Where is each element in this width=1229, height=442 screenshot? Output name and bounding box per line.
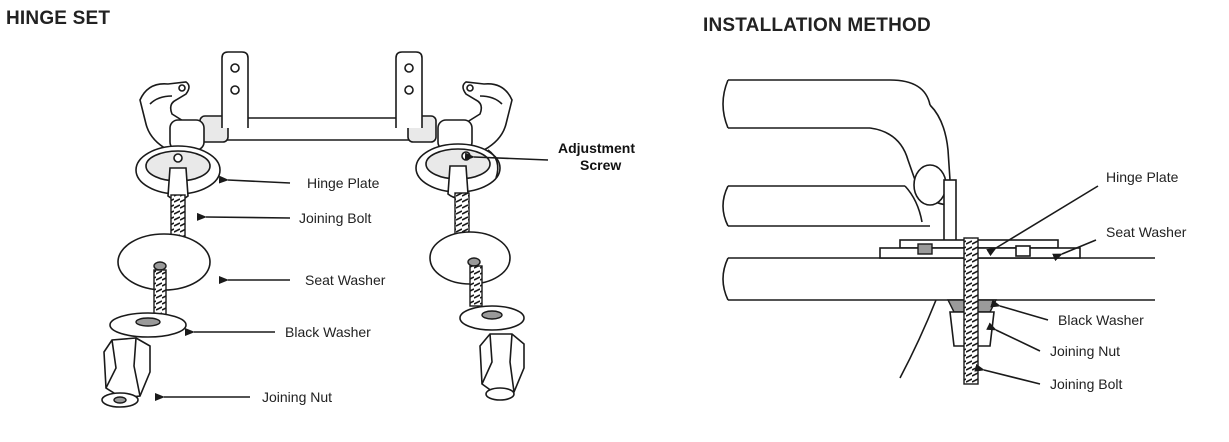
install-label-joining-bolt: Joining Bolt [1050,376,1122,392]
label-joining-bolt: Joining Bolt [299,210,371,226]
hinge-bar [199,115,437,143]
hinge-arm-right [460,81,513,151]
install-label-hinge-plate: Hinge Plate [1106,169,1179,185]
joining-bolt-right [454,192,470,238]
label-screw: Screw [580,157,621,173]
install-joining-bolt [963,237,979,385]
mounting-tab-left [221,51,249,128]
label-hinge-plate: Hinge Plate [307,175,380,191]
label-black-washer: Black Washer [285,324,371,340]
hinge-plate-left [135,145,221,201]
label-joining-nut: Joining Nut [262,389,332,405]
hinge-plate-right [415,143,501,199]
black-washer-left [109,312,187,338]
black-washer-right [459,305,525,331]
label-seat-washer: Seat Washer [305,272,386,288]
hinge-set-illustration: Hinge Plate Joining Bolt Seat Washer Bla… [101,51,635,408]
installation-illustration: Hinge Plate Seat Washer Black Washer Joi… [722,79,1187,392]
install-seat-washer [879,247,1081,259]
joining-nut-right [479,333,525,401]
joining-nut-left [101,337,151,408]
install-label-black-washer: Black Washer [1058,312,1144,328]
mounting-tab-right [395,51,423,128]
hinge-set-title: HINGE SET [6,8,111,29]
label-adjustment: Adjustment [558,140,635,156]
installation-method-title: INSTALLATION METHOD [703,15,931,36]
seat-washer-right [429,231,511,285]
install-label-joining-nut: Joining Nut [1050,343,1120,359]
install-label-seat-washer: Seat Washer [1106,224,1187,240]
